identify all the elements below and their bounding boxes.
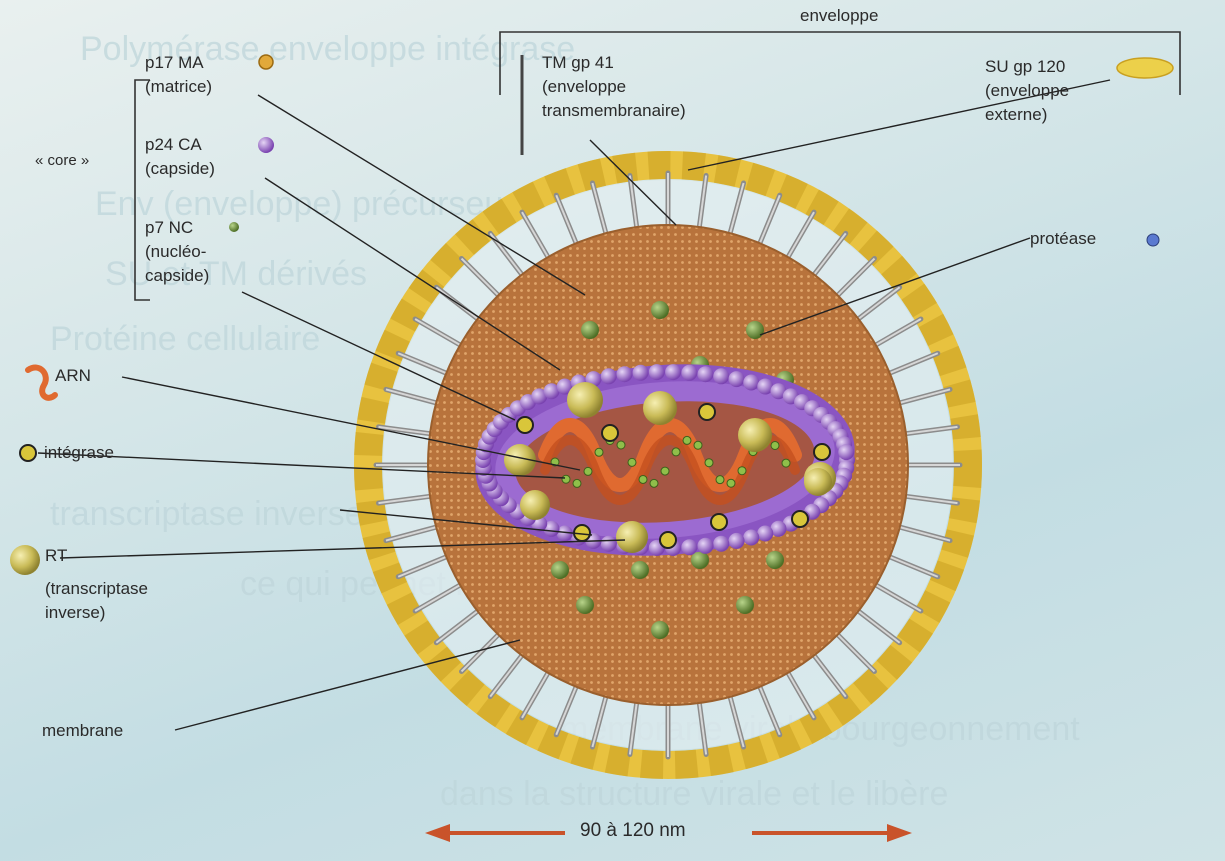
capsid-protein — [713, 536, 729, 552]
integrase-sphere — [814, 444, 830, 460]
protease-icon — [1147, 234, 1159, 246]
rt-sphere — [520, 490, 550, 520]
label-su-title: SU gp 120 — [985, 56, 1065, 78]
integrase-sphere — [602, 425, 618, 441]
nucleocapsid-protein — [683, 436, 691, 444]
matrix-protein — [736, 596, 754, 614]
matrix-protein — [581, 321, 599, 339]
nucleocapsid-protein — [705, 459, 713, 467]
matrix-protein — [651, 301, 669, 319]
label-rt-title: RT — [45, 545, 67, 567]
rt-sphere — [616, 521, 648, 553]
capsid-protein — [729, 371, 745, 387]
label-membrane: membrane — [42, 720, 123, 742]
label-integrase: intégrase — [44, 442, 114, 464]
nucleocapsid-protein — [595, 448, 603, 456]
integrase-sphere — [711, 514, 727, 530]
matrix-protein — [651, 621, 669, 639]
nucleocapsid-protein — [617, 441, 625, 449]
integrase-sphere — [517, 417, 533, 433]
rt-sphere — [804, 468, 832, 496]
capsid-protein — [697, 366, 713, 382]
rt-icon — [10, 545, 40, 575]
matrix-protein — [551, 561, 569, 579]
label-arn: ARN — [55, 365, 91, 387]
capsid-protein — [649, 364, 665, 380]
capsid-protein — [617, 366, 633, 382]
rt-sphere — [567, 382, 603, 418]
su-gp120-icon — [1117, 58, 1173, 78]
nucleocapsid-protein — [628, 458, 636, 466]
rna-icon — [28, 368, 55, 398]
nucleocapsid-protein — [782, 459, 790, 467]
integrase-sphere — [792, 511, 808, 527]
nucleocapsid-protein — [661, 467, 669, 475]
p24-icon — [258, 137, 274, 153]
nucleocapsid-protein — [771, 441, 779, 449]
label-p7-sub2: capside) — [145, 265, 209, 287]
label-tm-sub2: transmembranaire) — [542, 100, 686, 122]
nucleocapsid-protein — [716, 476, 724, 484]
label-su-sub1: (enveloppe — [985, 80, 1069, 102]
nucleocapsid-protein — [639, 475, 647, 483]
nucleocapsid-protein — [694, 441, 702, 449]
capsid-protein — [743, 375, 759, 391]
capsid-protein — [681, 365, 697, 381]
rt-sphere — [643, 391, 677, 425]
capsid-protein — [838, 444, 854, 460]
matrix-protein — [631, 561, 649, 579]
capsid-protein — [697, 538, 713, 554]
label-enveloppe: enveloppe — [800, 5, 878, 27]
matrix-protein — [766, 551, 784, 569]
rt-sphere — [738, 418, 772, 452]
nucleocapsid-protein — [562, 475, 570, 483]
nucleocapsid-protein — [727, 479, 735, 487]
scale-label: 90 à 120 nm — [580, 820, 686, 842]
label-rt-sub2: inverse) — [45, 602, 105, 624]
label-core: « core » — [35, 150, 89, 172]
label-tm-title: TM gp 41 — [542, 52, 614, 74]
matrix-protein — [576, 596, 594, 614]
capsid-protein — [601, 368, 617, 384]
nucleocapsid-protein — [584, 467, 592, 475]
capsid-protein — [729, 533, 745, 549]
nucleocapsid-protein — [650, 479, 658, 487]
matrix-protein — [746, 321, 764, 339]
capsid-protein — [601, 536, 617, 552]
label-p7-sub1: (nucléo- — [145, 241, 206, 263]
label-p17-title: p17 MA — [145, 52, 204, 74]
integrase-icon — [20, 445, 36, 461]
label-protease: protéase — [1030, 228, 1096, 250]
integrase-sphere — [699, 404, 715, 420]
capsid-protein — [681, 539, 697, 555]
integrase-sphere — [660, 532, 676, 548]
capsid-protein — [757, 525, 773, 541]
nucleocapsid-protein — [738, 467, 746, 475]
label-p17-sub: (matrice) — [145, 76, 212, 98]
label-su-sub2: externe) — [985, 104, 1047, 126]
label-rt-sub1: (transcriptase — [45, 578, 148, 600]
p17-icon — [259, 55, 273, 69]
nucleocapsid-protein — [573, 479, 581, 487]
capsid-protein — [665, 364, 681, 380]
label-p24-title: p24 CA — [145, 134, 202, 156]
capsid-protein — [633, 365, 649, 381]
label-p7-title: p7 NC — [145, 217, 193, 239]
capsid-protein — [743, 529, 759, 545]
label-tm-sub1: (enveloppe — [542, 76, 626, 98]
capsid-protein — [713, 368, 729, 384]
p7-icon — [229, 222, 239, 232]
label-p24-sub: (capside) — [145, 158, 215, 180]
nucleocapsid-protein — [672, 448, 680, 456]
